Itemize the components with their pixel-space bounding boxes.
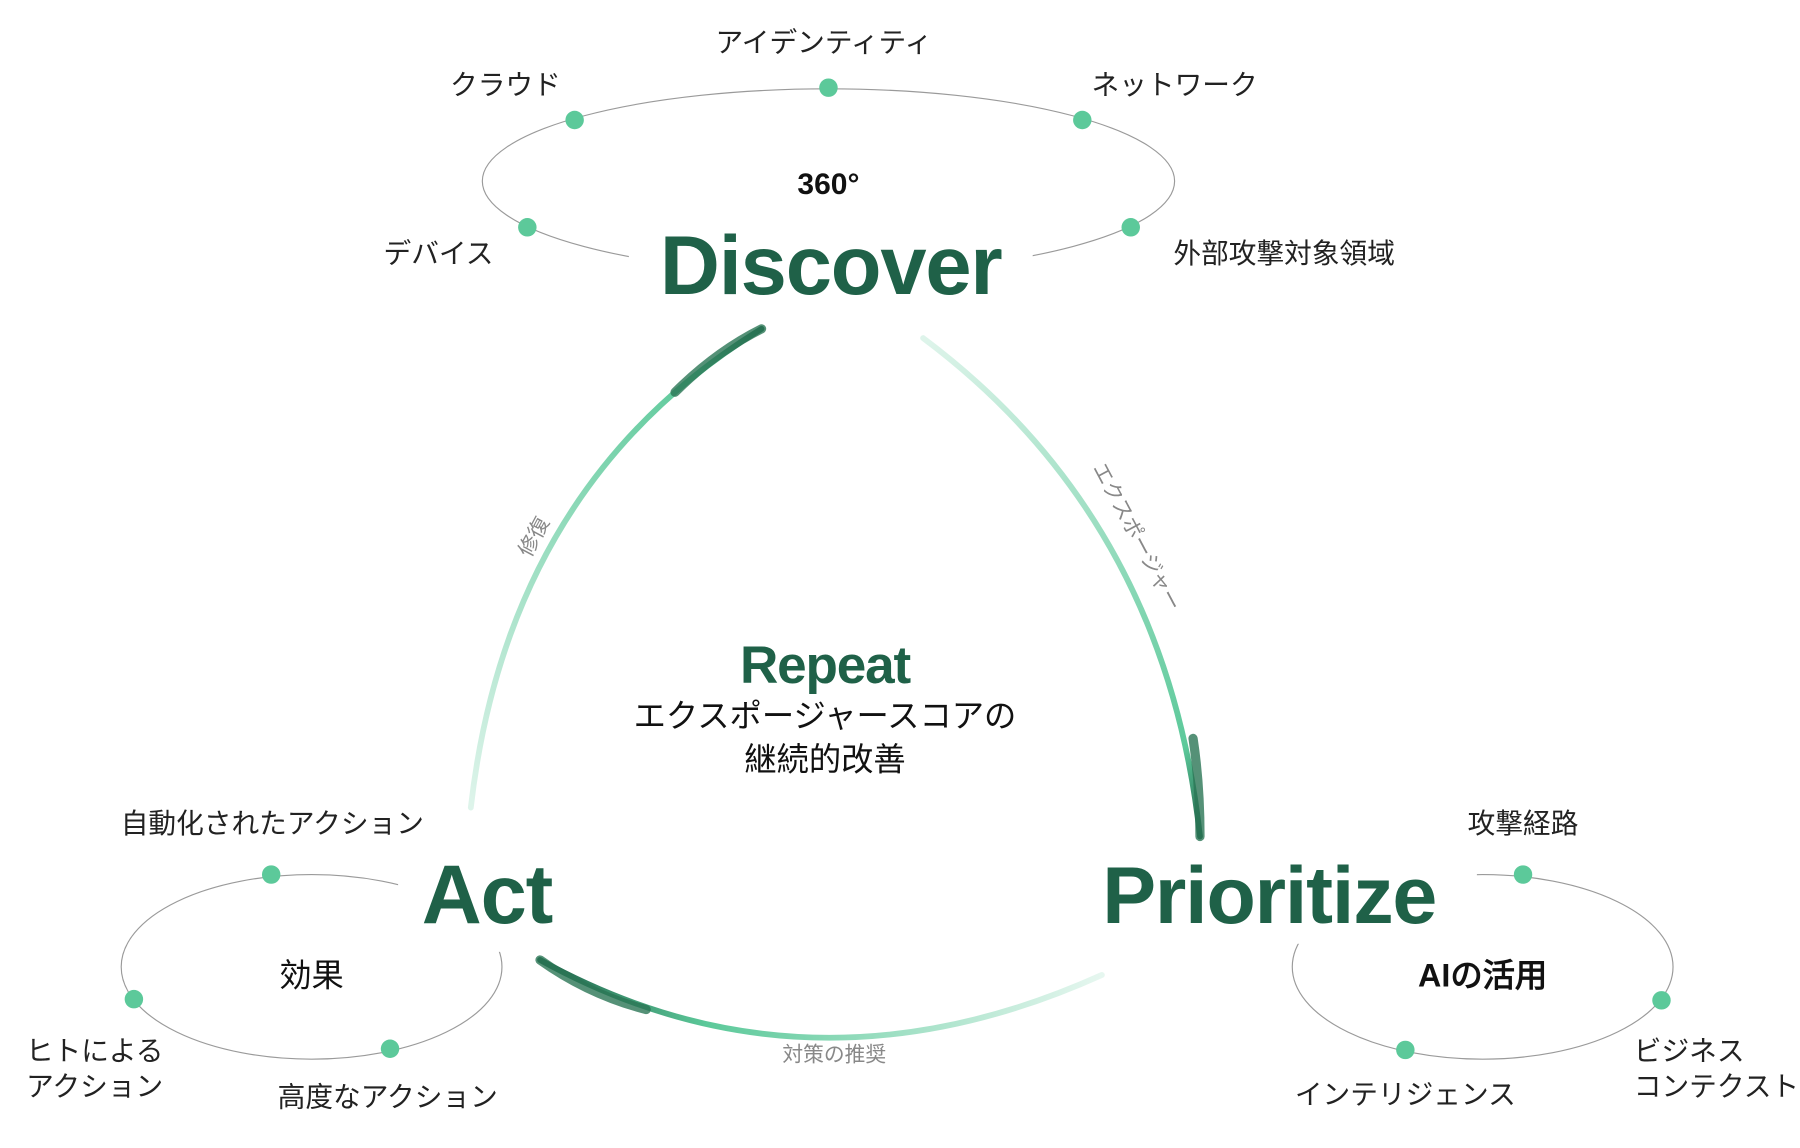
prioritize-center-label: AIの活用	[1418, 957, 1547, 993]
act-item-automated: 自動化されたアクション	[121, 808, 424, 839]
ring-dot	[1073, 110, 1092, 130]
discover-item-network: ネットワーク	[1092, 70, 1258, 101]
arc-recommendation-head	[535, 955, 651, 1015]
discover-item-attack-surface: 外部攻撃対象領域	[1173, 238, 1395, 269]
discover-center-label: 360°	[797, 168, 859, 201]
prioritize-title: Prioritize	[1102, 851, 1436, 941]
arc-remediation	[467, 325, 765, 811]
discover-item-cloud: クラウド	[450, 70, 561, 101]
act-item-human-2: アクション	[26, 1071, 163, 1102]
ring-dot	[819, 78, 838, 97]
prioritize-item-attack-path: 攻撃経路	[1468, 808, 1579, 839]
discover-ring	[481, 78, 1176, 312]
prioritize-ring	[1269, 853, 1674, 1060]
act-item-advanced: 高度なアクション	[278, 1081, 498, 1112]
prioritize-item-intelligence: インテリジェンス	[1295, 1079, 1516, 1110]
ring-dot	[1513, 865, 1533, 884]
ring-dot	[380, 1039, 400, 1059]
act-title: Act	[422, 848, 553, 941]
ring-dot	[261, 865, 281, 884]
ring-dot	[1652, 991, 1671, 1010]
act-center-label: 効果	[279, 957, 344, 993]
discover-item-identity: アイデンティティ	[715, 27, 932, 58]
ring-dot	[1121, 218, 1140, 237]
repeat-subtitle-line1: エクスポージャースコアの	[634, 698, 1017, 734]
arc-exposure-head	[1188, 733, 1205, 842]
act-item-human-1: ヒトによる	[26, 1035, 164, 1066]
arc-exposure	[920, 335, 1203, 840]
prioritize-item-business-1: ビジネス	[1634, 1035, 1745, 1066]
ring-dot	[518, 218, 537, 237]
ring-dot	[565, 110, 584, 130]
arc-label-recommendation: 対策の推奨	[782, 1043, 886, 1066]
prioritize-item-business-2: コンテクスト	[1634, 1071, 1799, 1102]
ring-dot	[124, 989, 144, 1009]
repeat-subtitle-line2: 継続的改善	[744, 742, 905, 778]
arc-remediation-head	[670, 324, 767, 397]
ring-dot	[1396, 1040, 1415, 1060]
act-ring	[120, 853, 537, 1060]
discover-item-device: デバイス	[384, 238, 494, 269]
repeat-title: Repeat	[740, 636, 911, 695]
discover-title: Discover	[660, 219, 1003, 312]
